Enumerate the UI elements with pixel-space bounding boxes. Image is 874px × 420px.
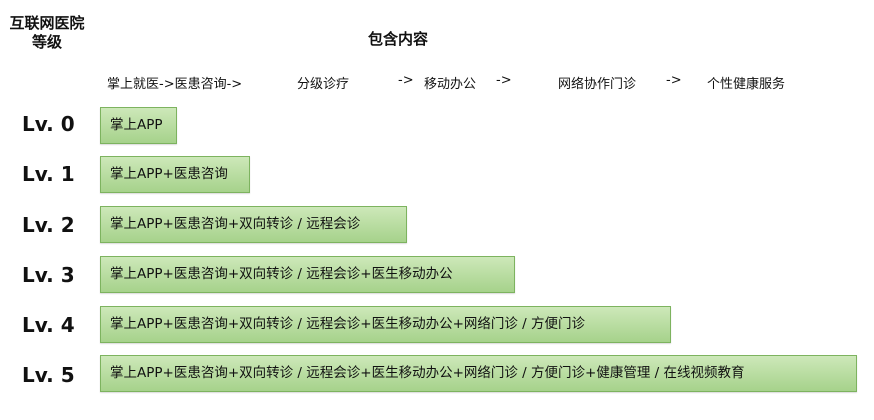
- level-content-box: 掌上APP+医患咨询+双向转诊 / 远程会诊+医生移动办公+网络门诊 / 方便门…: [100, 355, 857, 392]
- level-label: Lv. 1: [22, 162, 75, 186]
- level-label: Lv. 2: [22, 213, 75, 237]
- level-content-box: 掌上APP+医患咨询: [100, 156, 250, 193]
- level-content-box: 掌上APP: [100, 107, 177, 144]
- level-column-title: 互联网医院 等级: [2, 14, 92, 52]
- flow-arrow: ->: [398, 73, 414, 88]
- flow-step: 个性健康服务: [707, 77, 786, 92]
- level-content-box: 掌上APP+医患咨询+双向转诊 / 远程会诊+医生移动办公: [100, 256, 515, 293]
- flow-arrow: ->: [496, 73, 512, 88]
- flow-step: 移动办公: [424, 77, 477, 92]
- level-label: Lv. 4: [22, 313, 75, 337]
- level-content-box: 掌上APP+医患咨询+双向转诊 / 远程会诊+医生移动办公+网络门诊 / 方便门…: [100, 306, 671, 343]
- level-title-line2: 等级: [31, 33, 62, 51]
- level-title-line1: 互联网医院: [9, 14, 85, 32]
- level-label: Lv. 0: [22, 112, 75, 136]
- flow-step: 分级诊疗: [297, 77, 350, 92]
- level-label: Lv. 3: [22, 263, 75, 287]
- level-label: Lv. 5: [22, 363, 75, 387]
- flow-arrow: ->: [666, 73, 682, 88]
- level-content-box: 掌上APP+医患咨询+双向转诊 / 远程会诊: [100, 206, 407, 243]
- flow-step: 掌上就医->医患咨询->: [107, 77, 243, 92]
- content-column-title: 包含内容: [368, 30, 429, 48]
- flow-step: 网络协作门诊: [558, 77, 637, 92]
